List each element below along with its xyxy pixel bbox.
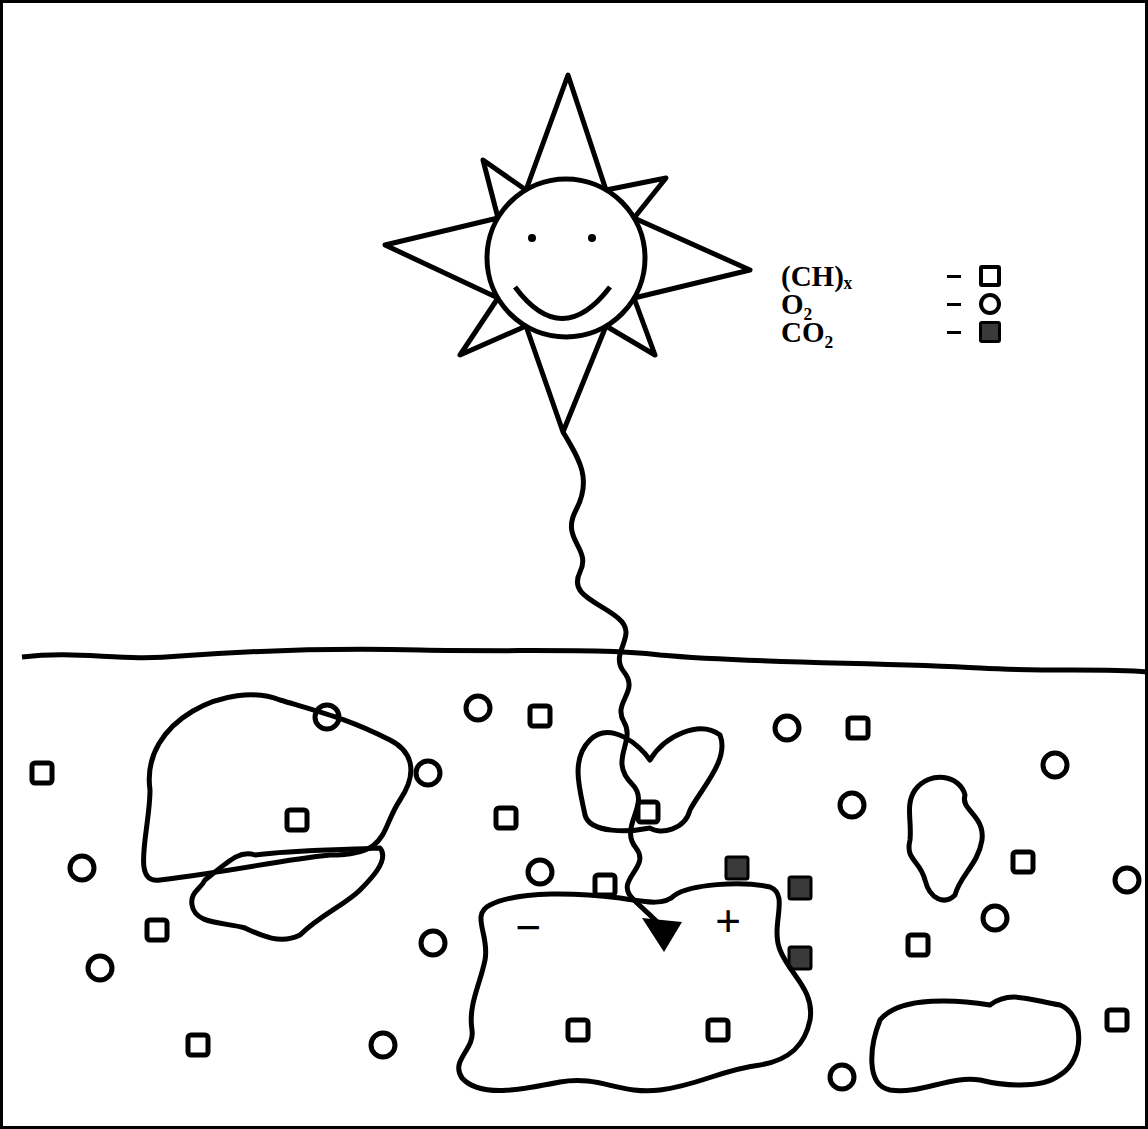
legend-row: (CH)ₓ — [781, 262, 1001, 290]
legend-swatch — [979, 321, 1001, 343]
oxygen-molecules — [70, 696, 1139, 1089]
sun-ray — [526, 75, 606, 190]
particle — [872, 997, 1079, 1091]
particle-outline-path — [459, 884, 811, 1091]
hydrocarbon-molecules — [32, 706, 1127, 1055]
legend-text: (CH)ₓ — [781, 262, 941, 291]
sun-ray — [634, 218, 750, 298]
legend-text: O₂ — [781, 290, 941, 319]
sun-smile — [515, 287, 610, 319]
sun-eye — [588, 234, 596, 242]
legend-dash — [947, 275, 961, 278]
light-arrowhead — [642, 918, 682, 952]
particle-node: −+ — [450, 870, 820, 1105]
legend-dash — [947, 331, 961, 334]
legend: (CH)ₓO₂CO₂ — [781, 262, 1001, 346]
sun-ray — [526, 326, 606, 432]
legend-swatch — [979, 265, 1001, 287]
charge-sign: − — [515, 905, 541, 951]
legend-swatch — [979, 293, 1001, 315]
sun-ray — [385, 218, 498, 298]
particle — [578, 729, 722, 831]
legend-row: O₂ — [781, 290, 1001, 318]
legend-text: CO₂ — [781, 318, 941, 347]
light-path — [563, 432, 660, 925]
sun-eye — [528, 234, 536, 242]
legend-row: CO₂ — [781, 318, 1001, 346]
legend-dash — [947, 303, 961, 306]
particle — [909, 777, 982, 900]
charge-sign: + — [715, 899, 741, 945]
particle-outline — [450, 870, 820, 1105]
particle — [192, 848, 383, 939]
water-surface — [22, 649, 1148, 672]
sun-face — [487, 179, 645, 337]
